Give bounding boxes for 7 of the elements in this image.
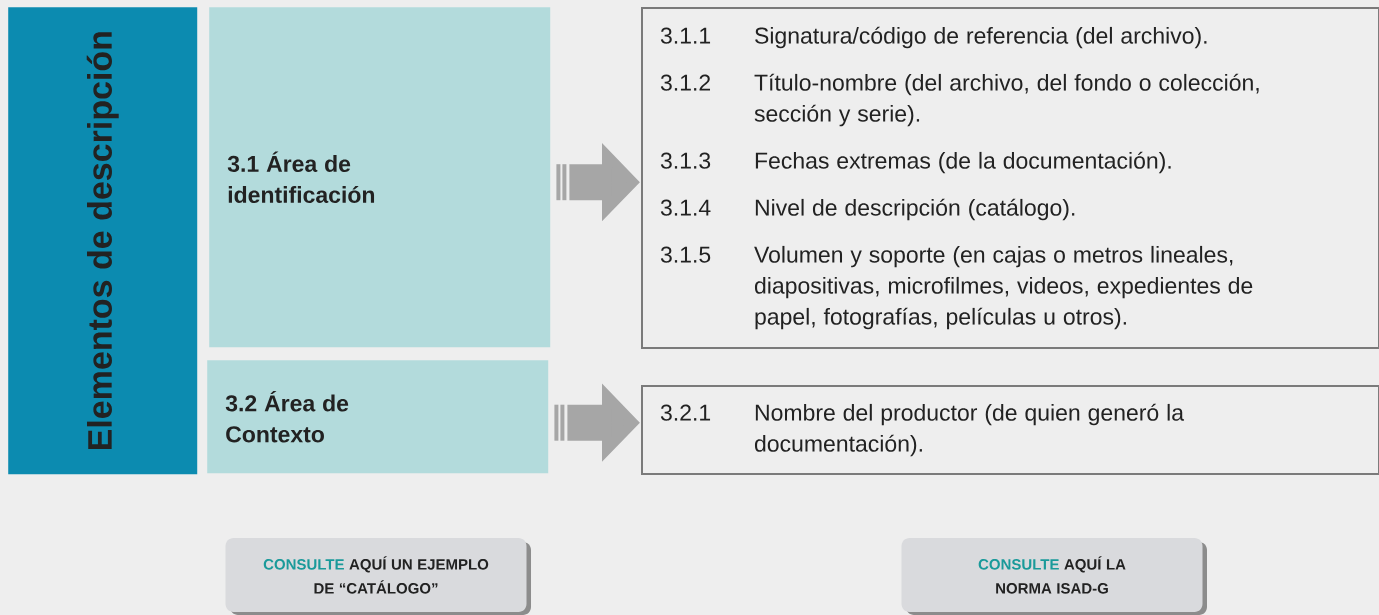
- item-list-box: 3.1.1 Signatura/código de referencia (del archivo). 3.1.2 Título-nombre (del archivo, del fondo o colección, sección y serie). 3.1.3 Fechas extremas (de la documentación). 3.1.4 Nivel de descripción (catálogo). 3.1.5 Volumen y soporte (en cajas o metros lineales, diapositivas, microfilmes, videos, expedientes de papel, fotografías, películas u otros).: [641, 7, 1379, 349]
- link-button: CONSULTE AQUÍ LA NORMA ISAD-G: [901, 538, 1207, 615]
- link-button: CONSULTE AQUÍ UN EJEMPLO DE “CATÁLOGO”: [225, 538, 531, 615]
- section-band: Elementos de descripción: [8, 7, 198, 475]
- item-list-box: 3.2.1 Nombre del productor (de quien generó la documentación).: [641, 385, 1379, 475]
- area-box: 3.1 Área de identificación: [209, 7, 551, 348]
- area-box: 3.2 Área de Contexto: [207, 360, 549, 474]
